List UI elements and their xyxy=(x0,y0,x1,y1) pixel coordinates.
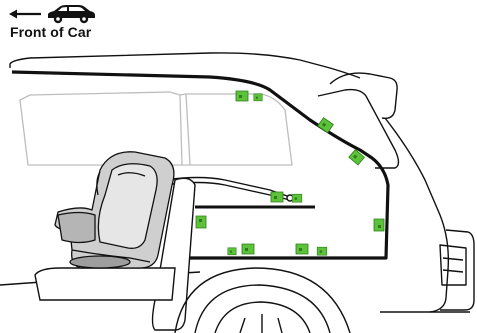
anchor-point xyxy=(236,91,248,101)
anchor-point xyxy=(271,192,283,202)
anchor-point xyxy=(254,94,262,101)
anchor-point xyxy=(228,248,236,255)
rear-wheel xyxy=(175,268,350,333)
anchor-point xyxy=(196,216,206,228)
anchor-point xyxy=(374,219,384,231)
side-windows xyxy=(20,92,292,165)
anchor-points xyxy=(196,91,384,255)
child-seat xyxy=(55,152,174,268)
anchor-point xyxy=(296,244,308,254)
anchor-point xyxy=(292,194,302,202)
anchor-point xyxy=(318,118,334,133)
tail-light xyxy=(440,245,466,285)
anchor-point xyxy=(317,247,327,255)
tailgate xyxy=(385,118,448,312)
rear-spoiler xyxy=(330,73,397,118)
anchor-point xyxy=(242,244,254,254)
